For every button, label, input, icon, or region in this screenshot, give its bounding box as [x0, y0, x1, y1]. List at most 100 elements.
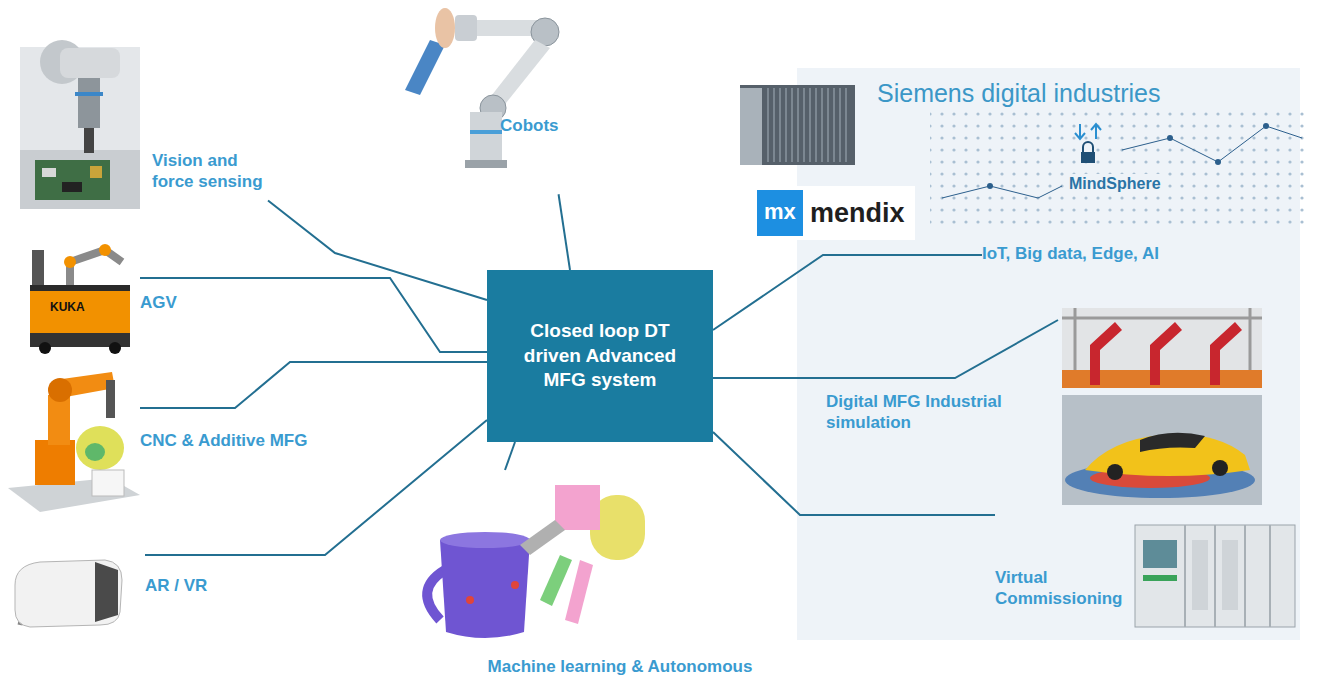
agv-robot: [39, 342, 51, 354]
cnc-robot: [48, 378, 72, 402]
node-text: Vision and force sensing: [152, 150, 282, 193]
logo-text: KUKA: [50, 300, 85, 314]
hand-mug-model: [511, 581, 519, 589]
vr-headset: [15, 560, 122, 627]
mendix-logo: [755, 186, 915, 240]
vision-photo: [42, 168, 56, 177]
cobot-arm: [470, 130, 502, 134]
topic-label: Machine learning & Autonomous: [440, 470, 800, 677]
node-text: Digital MFG Industrial simulation: [826, 391, 1031, 434]
agv-robot: [99, 244, 111, 256]
cnc-robot: [48, 395, 70, 445]
node-text: Machine learning & Autonomous: [440, 656, 800, 677]
mindsphere-graphic: [1167, 135, 1173, 141]
topic-label: Virtual Commissioning: [995, 505, 1125, 610]
plc-device: [1192, 540, 1208, 610]
robot-line-simulation: [1210, 322, 1242, 385]
vision-photo: [62, 182, 82, 192]
robot-line-simulation: [1062, 308, 1262, 388]
mindsphere-graphic: [1083, 142, 1093, 152]
vision-photo: [78, 78, 100, 128]
hand-mug-model: [466, 596, 474, 604]
vr-headset: [15, 560, 122, 627]
vision-photo: [35, 160, 110, 200]
connector-line: [140, 362, 487, 408]
node-text: Siemens digital industries: [877, 78, 1300, 108]
cnc-robot: [92, 470, 124, 496]
connector-line: [140, 278, 487, 352]
connector-line: [145, 420, 487, 555]
topic-label: CNC & Additive MFG: [140, 408, 307, 451]
hand-mug-model: [540, 555, 572, 606]
hand-mug-model: [427, 570, 445, 620]
plc-device: [1135, 525, 1295, 627]
plc-device: [1222, 540, 1238, 610]
industrial-pc: [740, 85, 855, 165]
node-text: CNC & Additive MFG: [140, 430, 307, 451]
cnc-robot: [85, 443, 105, 461]
cobot-arm: [455, 15, 477, 41]
vision-photo: [60, 48, 120, 78]
cobot-arm: [405, 40, 445, 95]
cobot-arm: [465, 160, 507, 168]
agv-robot: [64, 256, 76, 268]
hand-mug-model: [440, 540, 530, 638]
mendix-logo: [757, 190, 803, 236]
hand-mug-model: [520, 520, 565, 555]
vision-photo: [20, 40, 140, 209]
mindsphere-graphic: [987, 183, 993, 189]
vision-photo: [84, 128, 94, 153]
topic-label: Cobots: [500, 115, 559, 194]
hand-mug-model: [565, 560, 593, 624]
mindsphere-graphic: [930, 112, 1310, 230]
connector-line: [713, 255, 982, 330]
car-flow-simulation: [1140, 433, 1205, 452]
robot-line-simulation: [1062, 308, 1262, 388]
vision-photo: [20, 47, 140, 209]
node-text: AR / VR: [145, 575, 207, 596]
cnc-robot: [35, 440, 75, 485]
plc-device: [1143, 540, 1177, 568]
vision-photo: [75, 92, 103, 96]
hand-mug-model: [440, 532, 530, 548]
agv-robot: [109, 342, 121, 354]
connector-line: [559, 194, 570, 270]
industrial-pc: [740, 88, 762, 165]
mindsphere-graphic: [1215, 159, 1221, 165]
agv-robot: [30, 244, 130, 354]
mindsphere-graphic: [1075, 124, 1085, 139]
car-flow-simulation: [1062, 395, 1262, 505]
topic-label: Digital MFG Industrial simulation: [826, 320, 1266, 505]
mindsphere-graphic: [930, 112, 1310, 230]
plc-device: [1135, 525, 1295, 627]
mindsphere-graphic: [1081, 152, 1095, 163]
mindsphere-graphic: [1122, 126, 1302, 162]
robot-line-simulation: [1090, 322, 1122, 385]
hand-mug-model: [555, 485, 600, 530]
node-text: Cobots: [500, 115, 559, 136]
hand-mug-model: [427, 485, 645, 638]
vr-headset: [95, 562, 118, 622]
vision-photo: [20, 150, 140, 209]
cnc-robot: [106, 380, 115, 418]
logo-text: mx: [764, 199, 796, 225]
mendix-logo: [755, 186, 915, 240]
industrial-pc: [740, 85, 855, 165]
connector-line: [713, 320, 1058, 378]
logo-text: mendix: [810, 197, 905, 229]
car-flow-simulation: [1062, 395, 1262, 505]
industrial-pc: [768, 88, 846, 162]
vision-photo: [90, 166, 102, 178]
mindsphere-graphic: [1091, 124, 1101, 139]
node-text: AGV: [140, 292, 177, 313]
cobot-arm: [435, 8, 455, 48]
plc-device: [1185, 525, 1270, 627]
cnc-robot: [8, 372, 140, 512]
connector-line: [505, 442, 515, 470]
robot-line-simulation: [1150, 322, 1182, 385]
cobot-arm: [405, 8, 559, 168]
topic-label: AR / VR: [145, 555, 207, 596]
node-text: Closed loop DT driven Advanced MFG syste…: [505, 319, 695, 393]
hub-box: Closed loop DT driven Advanced MFG syste…: [487, 270, 713, 442]
